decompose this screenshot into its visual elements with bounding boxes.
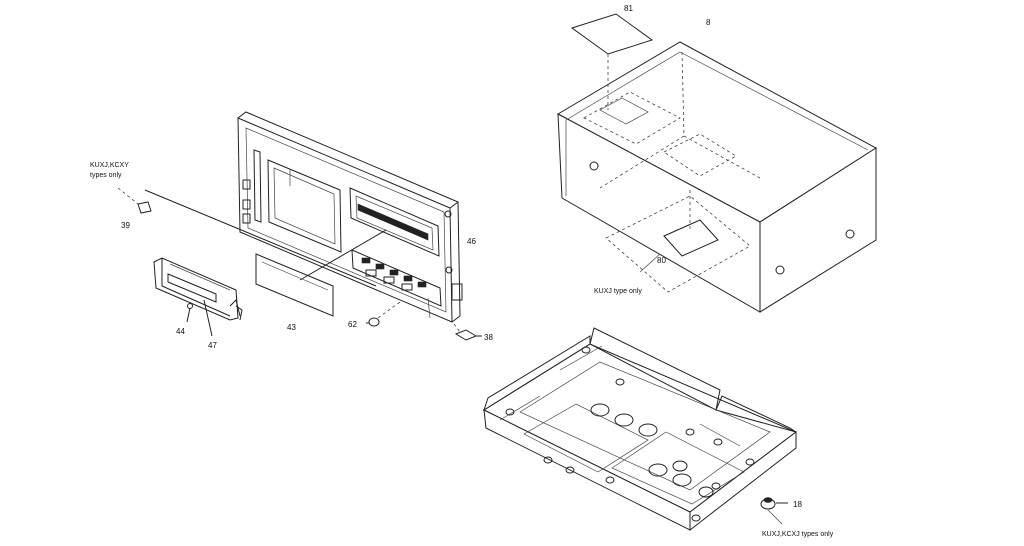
top-cover-8 (556, 41, 877, 313)
front-note-line1: KUXJ,KCXY (90, 162, 129, 169)
label-47-number: 47 (208, 341, 217, 350)
label-8-number: 8 (706, 18, 711, 27)
label-81-number: 81 (624, 4, 633, 13)
label-80 (605, 190, 751, 293)
label-81 (570, 13, 654, 110)
assembly-guide-line (144, 189, 377, 287)
label-44-number: 44 (176, 327, 185, 336)
chassis-base (482, 327, 797, 532)
part-18-foot (760, 497, 788, 525)
bracket-47 (153, 257, 243, 321)
foot-note: KUXJ,KCXJ types only (762, 531, 834, 538)
assembly-guide-line (299, 229, 387, 281)
label-43-number: 43 (287, 323, 296, 332)
label-62-number: 62 (348, 320, 357, 329)
label-46-number: 46 (467, 237, 476, 246)
label-39-number: 39 (121, 221, 130, 230)
front-note-line2: types only (90, 172, 122, 179)
label-38-number: 38 (484, 333, 493, 342)
screw-44 (186, 299, 213, 337)
part-38-foot (453, 323, 482, 341)
label-18-number: 18 (793, 500, 802, 509)
front-panel-46 (237, 111, 463, 323)
part-62-knob (366, 301, 401, 327)
label-80-number: 80 (657, 256, 666, 265)
part-39-clip (117, 187, 152, 214)
cover-note: KUXJ type only (594, 288, 642, 295)
